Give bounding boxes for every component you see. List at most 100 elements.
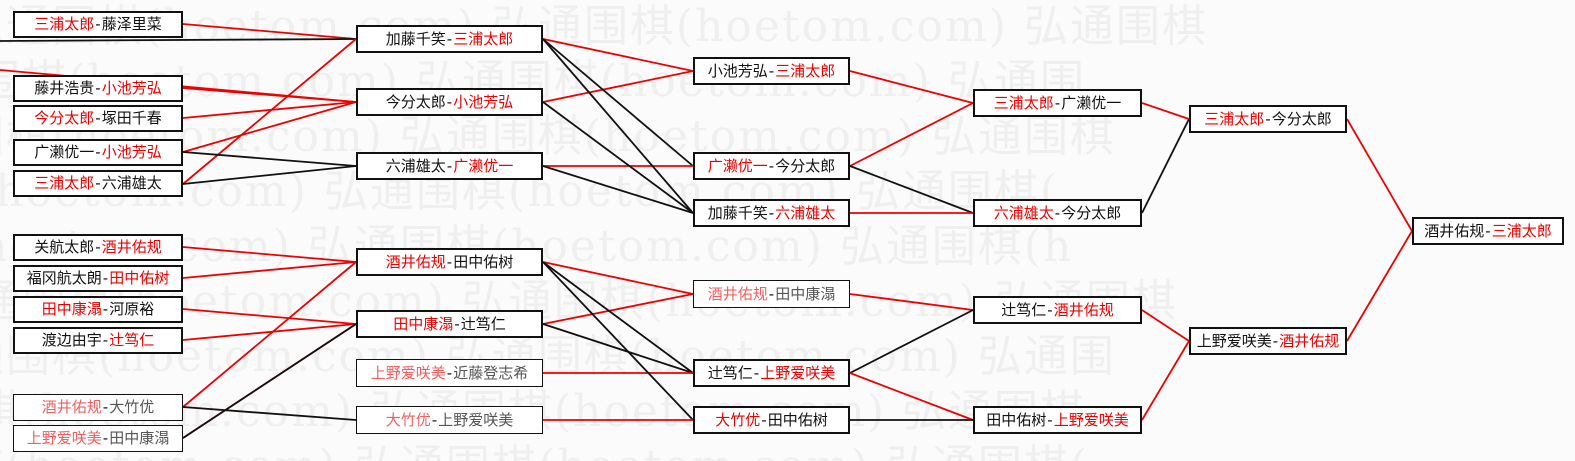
match-box[interactable]: 广濑优一-今分太郎 <box>693 152 850 180</box>
connector-line <box>182 261 357 408</box>
connector-line <box>849 293 974 311</box>
match-box[interactable]: 今分太郎-小池芳弘 <box>356 88 543 116</box>
vs-separator: - <box>454 314 460 333</box>
match-box[interactable]: 加藤千笑-六浦雄太 <box>693 199 850 227</box>
vs-separator: - <box>761 410 767 429</box>
player-left: 三浦太郎 <box>34 174 95 192</box>
player-right: 田中康溻 <box>775 284 836 303</box>
connector-line <box>1141 309 1190 342</box>
match-box[interactable]: 广濑优一-小池芳弘 <box>13 139 183 166</box>
match-box[interactable]: 上野爱咲美-近藤登志希 <box>356 359 543 387</box>
vs-separator: - <box>768 156 775 175</box>
player-left: 六浦雄太 <box>385 156 446 175</box>
connector-line <box>542 101 694 214</box>
match-box[interactable]: 渡边由宇-辻笃仁 <box>13 327 183 354</box>
player-left: 六浦雄太 <box>993 203 1054 222</box>
match-box[interactable]: 六浦雄太-今分太郎 <box>973 199 1142 227</box>
player-right: 河原裕 <box>109 300 155 318</box>
player-left: 大竹优 <box>385 410 431 429</box>
player-right: 小池芳弘 <box>453 92 514 111</box>
match-box[interactable]: 三浦太郎-藤泽里菜 <box>13 11 183 38</box>
player-left: 大竹优 <box>715 410 761 429</box>
vs-separator: - <box>95 109 101 127</box>
player-left: 关航太郎 <box>34 238 95 256</box>
vs-separator: - <box>95 143 101 161</box>
connector-line <box>542 38 694 72</box>
match-box[interactable]: 福冈航太朗-田中佑树 <box>13 265 183 292</box>
player-right: 广濑优一 <box>1061 93 1122 112</box>
match-box[interactable]: 田中康溻-河原裕 <box>13 296 183 323</box>
player-right: 小池芳弘 <box>101 79 162 97</box>
match-box[interactable]: 辻笃仁-酒井佑规 <box>973 296 1142 324</box>
player-right: 三浦太郎 <box>1491 221 1552 240</box>
vs-separator: - <box>446 92 453 111</box>
player-left: 上野爱咲美 <box>26 429 102 447</box>
player-right: 上野爱咲美 <box>760 363 836 382</box>
connector-line <box>182 406 357 421</box>
player-left: 上野爱咲美 <box>370 363 446 382</box>
player-right: 今分太郎 <box>775 156 836 175</box>
match-box[interactable]: 酒井佑规-田中康溻 <box>693 280 850 308</box>
match-box[interactable]: 大竹优-上野爱咲美 <box>356 406 543 434</box>
player-right: 三浦太郎 <box>775 61 836 80</box>
connector-line <box>542 70 694 103</box>
player-right: 辻笃仁 <box>109 331 155 349</box>
match-box[interactable]: 辻笃仁-上野爱咲美 <box>693 359 850 387</box>
connector-line <box>182 261 357 279</box>
vs-separator: - <box>446 156 453 175</box>
player-right: 辻笃仁 <box>460 314 506 333</box>
match-box[interactable]: 三浦太郎-六浦雄太 <box>13 170 183 197</box>
connector-line <box>0 38 357 42</box>
connector-line <box>1141 102 1190 120</box>
match-box[interactable]: 上野爱咲美-田中康溻 <box>13 425 183 452</box>
vs-separator: - <box>102 331 109 349</box>
vs-separator: - <box>1265 109 1271 128</box>
vs-separator: - <box>431 410 438 429</box>
match-box[interactable]: 六浦雄太-广濑优一 <box>356 152 543 180</box>
connector-line <box>849 372 974 421</box>
match-box[interactable]: 今分太郎-塚田千春 <box>13 105 183 132</box>
match-box[interactable]: 小池芳弘-三浦太郎 <box>693 57 850 85</box>
match-box[interactable]: 田中佑树-上野爱咲美 <box>973 406 1142 434</box>
vs-separator: - <box>1054 93 1061 112</box>
player-right: 田中康溻 <box>109 429 170 447</box>
player-left: 三浦太郎 <box>1204 109 1265 128</box>
player-right: 六浦雄太 <box>775 203 836 222</box>
connector-line <box>849 102 974 167</box>
vs-separator: - <box>102 429 109 447</box>
connector-line <box>542 38 694 167</box>
player-left: 加藤千笑 <box>707 203 768 222</box>
match-box[interactable]: 酒井佑规-大竹优 <box>13 394 183 421</box>
match-box[interactable]: 三浦太郎-广濑优一 <box>973 89 1142 117</box>
match-box[interactable]: 三浦太郎-今分太郎 <box>1189 105 1347 133</box>
match-box[interactable]: 关航太郎-酒井佑规 <box>13 234 183 261</box>
player-right: 塚田千春 <box>101 109 162 127</box>
connector-line <box>849 165 974 214</box>
vs-separator: - <box>1054 203 1061 222</box>
connector-line <box>182 101 357 153</box>
match-box[interactable]: 加藤千笑-三浦太郎 <box>356 25 543 53</box>
match-box[interactable]: 藤井浩贵-小池芳弘 <box>13 75 183 102</box>
connector-line <box>849 70 974 104</box>
player-right: 今分太郎 <box>1271 109 1332 128</box>
match-box[interactable]: 大竹优-田中佑树 <box>693 406 850 434</box>
vs-separator: - <box>1485 221 1491 240</box>
vs-separator: - <box>768 284 775 303</box>
player-left: 田中康溻 <box>393 314 454 333</box>
player-right: 田中佑树 <box>109 269 170 287</box>
connector-line <box>182 38 357 185</box>
connector-line <box>1141 340 1190 421</box>
player-right: 田中佑树 <box>453 252 514 271</box>
player-left: 今分太郎 <box>34 109 95 127</box>
connector-line <box>542 261 694 421</box>
vs-separator: - <box>95 79 101 97</box>
match-box[interactable]: 酒井佑规-三浦太郎 <box>1412 217 1564 245</box>
player-left: 上野爱咲美 <box>1196 331 1272 350</box>
player-left: 加藤千笑 <box>385 29 446 48</box>
match-box[interactable]: 田中康溻-辻笃仁 <box>356 310 543 338</box>
match-box[interactable]: 酒井佑规-田中佑树 <box>356 248 543 276</box>
match-box[interactable]: 上野爱咲美-酒井佑规 <box>1189 327 1347 355</box>
vs-separator: - <box>446 363 453 382</box>
vs-separator: - <box>446 252 453 271</box>
